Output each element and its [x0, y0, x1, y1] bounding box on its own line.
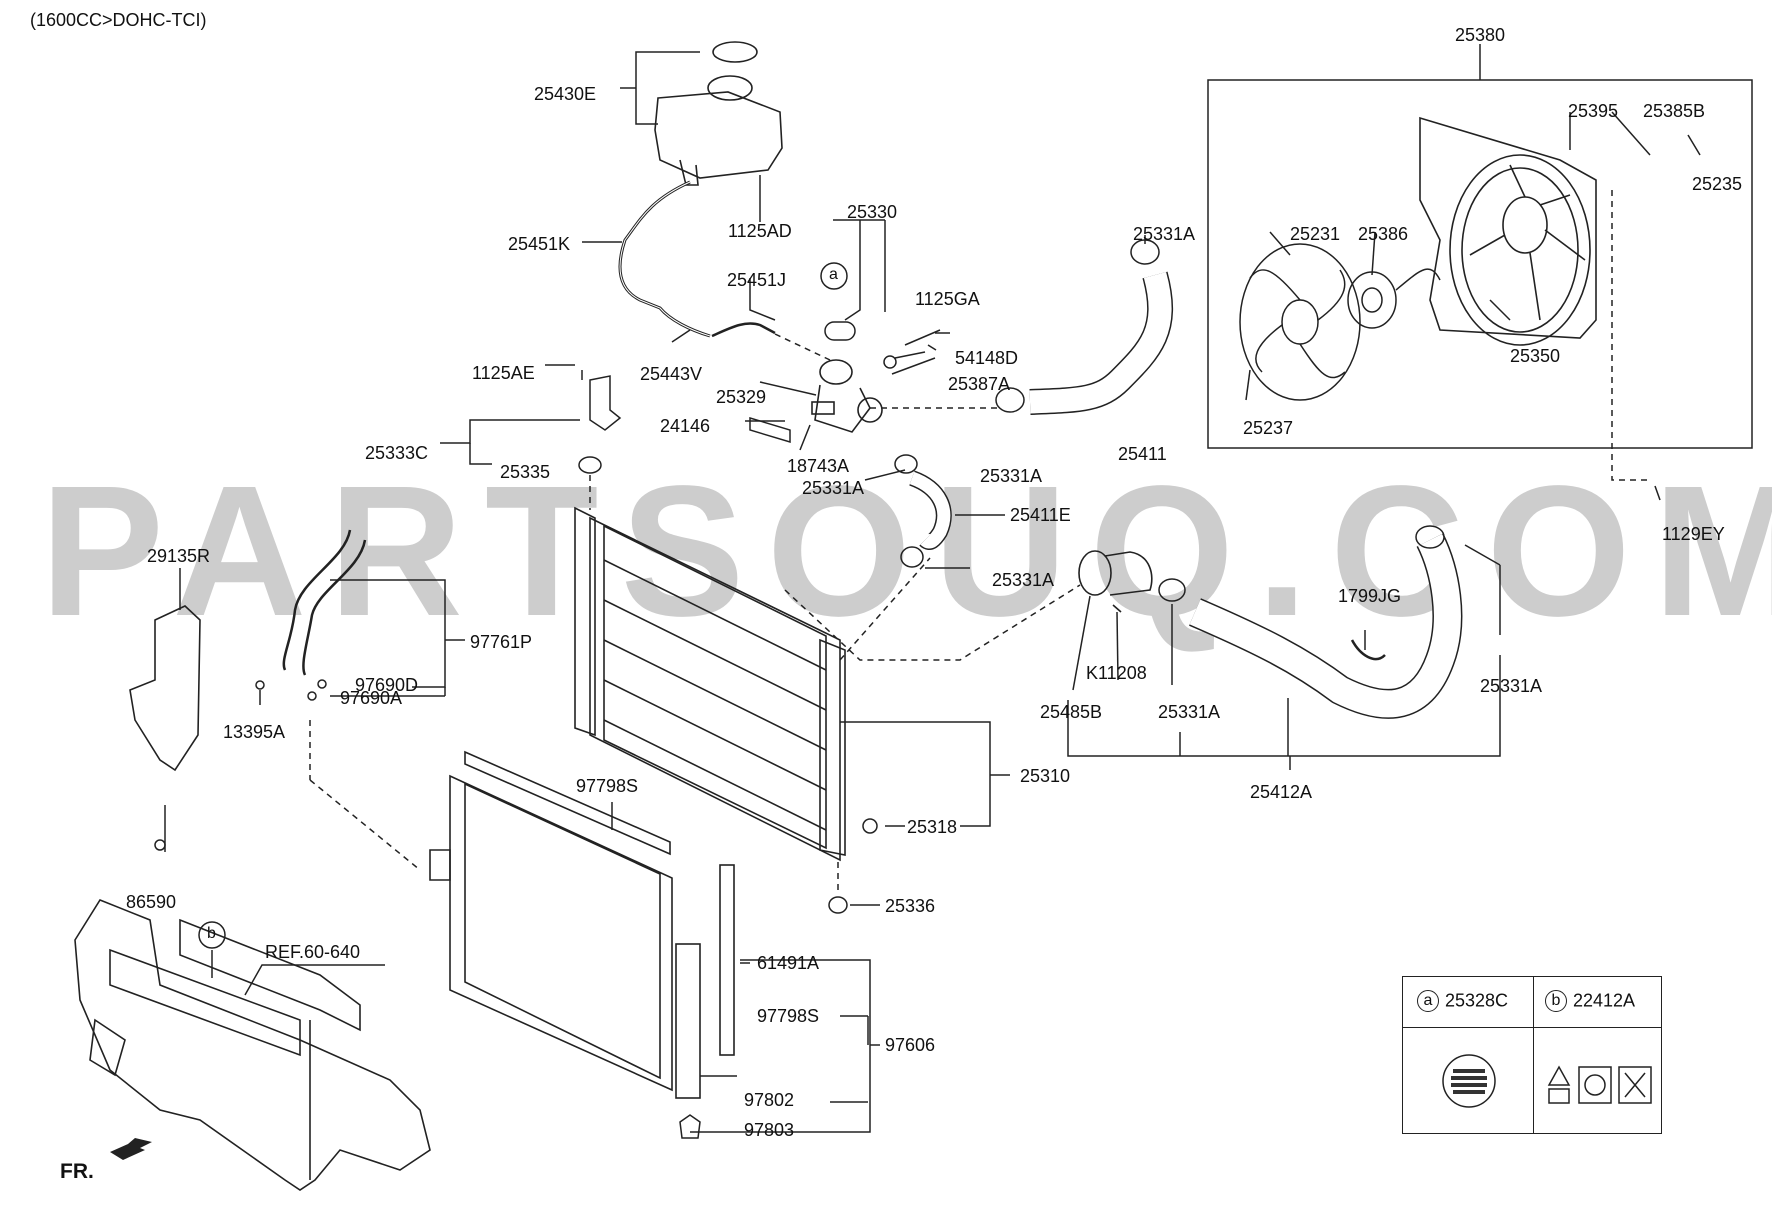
part-25329: 25329	[716, 387, 767, 407]
outlet-25485B-drawing	[1078, 550, 1153, 613]
leader-25310	[840, 721, 991, 827]
part-97803: 97803	[744, 1120, 795, 1140]
part-54148D: 54148D	[955, 348, 1019, 368]
legend-a-part: 25328C	[1445, 990, 1509, 1011]
leader-25412A	[1067, 655, 1501, 757]
part-25350: 25350	[1510, 346, 1561, 366]
ac-pipe-drawing	[282, 529, 352, 671]
part-25387A: 25387A	[948, 374, 1011, 394]
part-25235: 25235	[1692, 174, 1743, 194]
part-25310: 25310	[1020, 766, 1071, 786]
part-25386: 25386	[1358, 224, 1409, 244]
part-25443V: 25443V	[640, 364, 703, 384]
part-13395A: 13395A	[223, 722, 286, 742]
part-25385B: 25385B	[1643, 101, 1706, 121]
variant-title: (1600CC>DOHC-TCI)	[30, 10, 207, 30]
part-24146: 24146	[660, 416, 711, 436]
part-25380: 25380	[1455, 25, 1506, 45]
carrier-drawing	[74, 899, 431, 1191]
part-25237: 25237	[1243, 418, 1294, 438]
thermostat-housing-drawing	[811, 359, 883, 433]
callout-b-label: b	[207, 925, 216, 942]
callout-b-circle	[198, 921, 226, 949]
front-arrow	[110, 1138, 152, 1160]
part-97606: 97606	[885, 1035, 936, 1055]
leader-97606	[690, 959, 871, 1133]
part-25395: 25395	[1568, 101, 1619, 121]
part-ref-60-640: REF.60-640	[265, 942, 361, 962]
part-25331A-5: 25331A	[1158, 702, 1221, 722]
part-25411: 25411	[1118, 444, 1167, 464]
air-guard-drawing	[129, 605, 201, 772]
part-25330: 25330	[847, 202, 898, 222]
part-25333C: 25333C	[365, 443, 429, 463]
part-25318: 25318	[907, 817, 958, 837]
callout-a-label: a	[829, 266, 838, 283]
condenser-drawing	[429, 750, 735, 1099]
part-1125AE: 1125AE	[472, 363, 535, 383]
leader-97761P	[330, 579, 446, 688]
front-direction-label: FR.	[60, 1160, 94, 1183]
part-25231: 25231	[1290, 224, 1341, 244]
part-97798S-2: 97798S	[757, 1006, 820, 1026]
part-25451J: 25451J	[727, 270, 787, 290]
hose-25411	[1029, 271, 1174, 415]
callout-legend: a 25328C b 22412A	[1402, 976, 1662, 1134]
part-25451K: 25451K	[508, 234, 571, 254]
part-25336: 25336	[885, 896, 936, 916]
part-18743A: 18743A	[787, 456, 850, 476]
part-97761P: 97761P	[470, 632, 533, 652]
radiator-drawing	[574, 506, 846, 862]
part-K11208: K11208	[1086, 663, 1147, 683]
part-97802: 97802	[744, 1090, 795, 1110]
legend-a-circle: a	[1417, 990, 1439, 1012]
legend-a: a 25328C	[1417, 990, 1508, 1012]
part-25485B: 25485B	[1040, 702, 1103, 722]
part-97690D: 97690D	[355, 675, 419, 695]
part-25412A: 25412A	[1250, 782, 1313, 802]
leader-25333C	[440, 419, 580, 444]
leader-25430E	[635, 51, 700, 125]
part-25331A-6: 25331A	[1480, 676, 1543, 696]
fan-shroud-drawing	[1419, 116, 1597, 346]
part-1125GA: 1125GA	[915, 289, 980, 309]
part-25430E: 25430E	[534, 84, 597, 104]
part-25411E: 25411E	[1010, 505, 1071, 525]
legend-b-circle: b	[1545, 990, 1567, 1012]
fan-blade-drawing	[1239, 243, 1361, 401]
part-97798S-1: 97798S	[576, 776, 639, 796]
part-25331A-2: 25331A	[980, 466, 1043, 486]
leader-25330	[844, 220, 861, 321]
part-1799JG: 1799JG	[1338, 586, 1402, 606]
callout-a-circle	[820, 262, 848, 290]
part-25331A-1: 25331A	[1133, 224, 1196, 244]
label-sticker-a-icon	[1442, 1054, 1496, 1108]
leader-ref	[244, 964, 385, 996]
part-25331A-4: 25331A	[992, 570, 1055, 590]
part-1129EY: 1129EY	[1662, 524, 1725, 544]
part-25335: 25335	[500, 462, 551, 482]
reservoir-tank-drawing	[654, 41, 783, 186]
part-97690A: 97690A	[340, 688, 403, 708]
label-sticker-b-icon	[1547, 1065, 1652, 1104]
legend-b: b 22412A	[1545, 990, 1635, 1012]
part-61491A: 61491A	[757, 953, 820, 973]
part-25331A-3: 25331A	[802, 478, 865, 498]
fan-motor-drawing	[1347, 268, 1441, 329]
part-29135R: 29135R	[147, 546, 211, 566]
part-1125AD: 1125AD	[728, 221, 792, 241]
part-86590: 86590	[126, 892, 177, 912]
legend-b-part: 22412A	[1573, 990, 1636, 1011]
